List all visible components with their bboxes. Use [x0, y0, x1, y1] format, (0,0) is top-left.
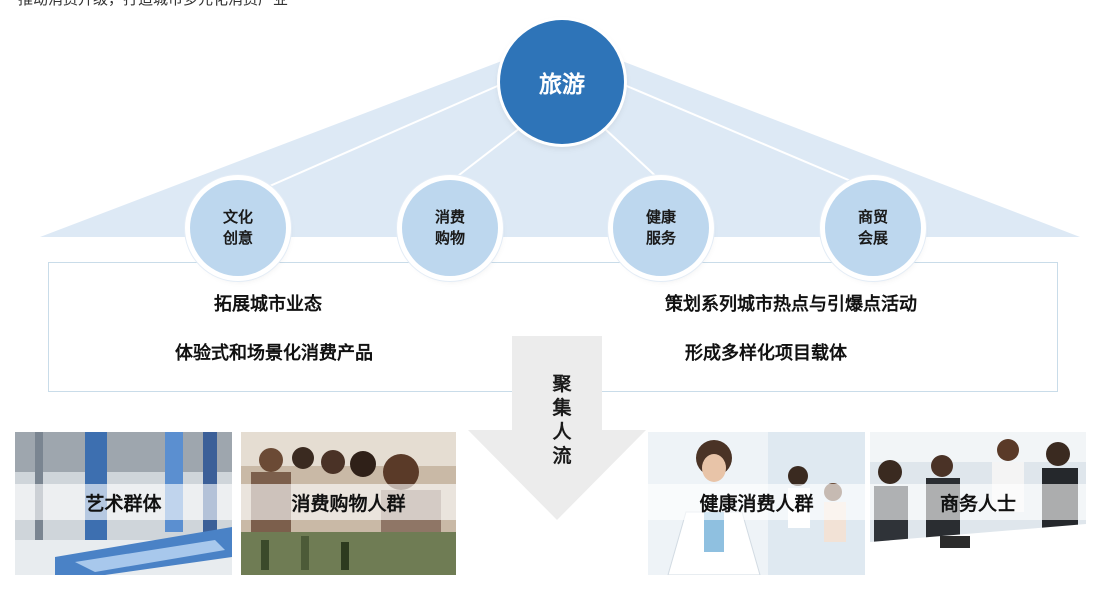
card-label: 健康消费人群 [699, 493, 814, 515]
card-label: 消费购物人群 [291, 493, 406, 515]
info-left-bottom: 体验式和场景化消费产品 [175, 343, 373, 364]
node-health: 健康 服务 [613, 180, 709, 276]
node-label-line2: 会展 [857, 229, 888, 247]
label-band [241, 484, 456, 520]
card-label: 艺术群体 [85, 493, 162, 515]
label-band [648, 484, 865, 520]
node-label-line1: 文化 [222, 208, 253, 226]
node-label-line1: 健康 [645, 208, 676, 226]
spoke-line-1 [237, 83, 503, 201]
node-label-line2: 创意 [222, 229, 253, 247]
spoke-line-3 [603, 127, 663, 183]
label-band [15, 484, 232, 520]
node-label-line1: 消费 [434, 208, 465, 226]
info-right-top: 策划系列城市热点与引爆点活动 [665, 294, 917, 315]
info-left-top: 拓展城市业态 [214, 294, 322, 315]
hub-circle: 旅游 [500, 20, 624, 144]
spoke-line-4 [621, 83, 873, 191]
hub-label: 旅游 [539, 72, 585, 98]
header-caption: 推动消费升级，打造城市多元化消费产业 [18, 0, 288, 9]
node-shopping: 消费 购物 [402, 180, 498, 276]
card-business: 商务人士 [870, 432, 1086, 575]
node-exhibition: 商贸 会展 [825, 180, 921, 276]
info-right-bottom: 形成多样化项目载体 [685, 343, 847, 364]
card-art: 艺术群体 [15, 432, 232, 575]
node-label-line2: 购物 [434, 229, 465, 247]
card-health: 健康消费人群 [648, 432, 865, 575]
arrow-label: 聚集人流 [552, 373, 572, 467]
card-shopping: 消费购物人群 [241, 432, 456, 575]
down-arrow-shape [468, 336, 646, 520]
node-label-line1: 商贸 [857, 208, 888, 226]
card-label: 商务人士 [939, 493, 1016, 515]
node-label-line2: 服务 [645, 229, 676, 247]
node-culture: 文化 创意 [190, 180, 286, 276]
label-band [870, 484, 1086, 520]
spoke-line-2 [449, 127, 521, 183]
